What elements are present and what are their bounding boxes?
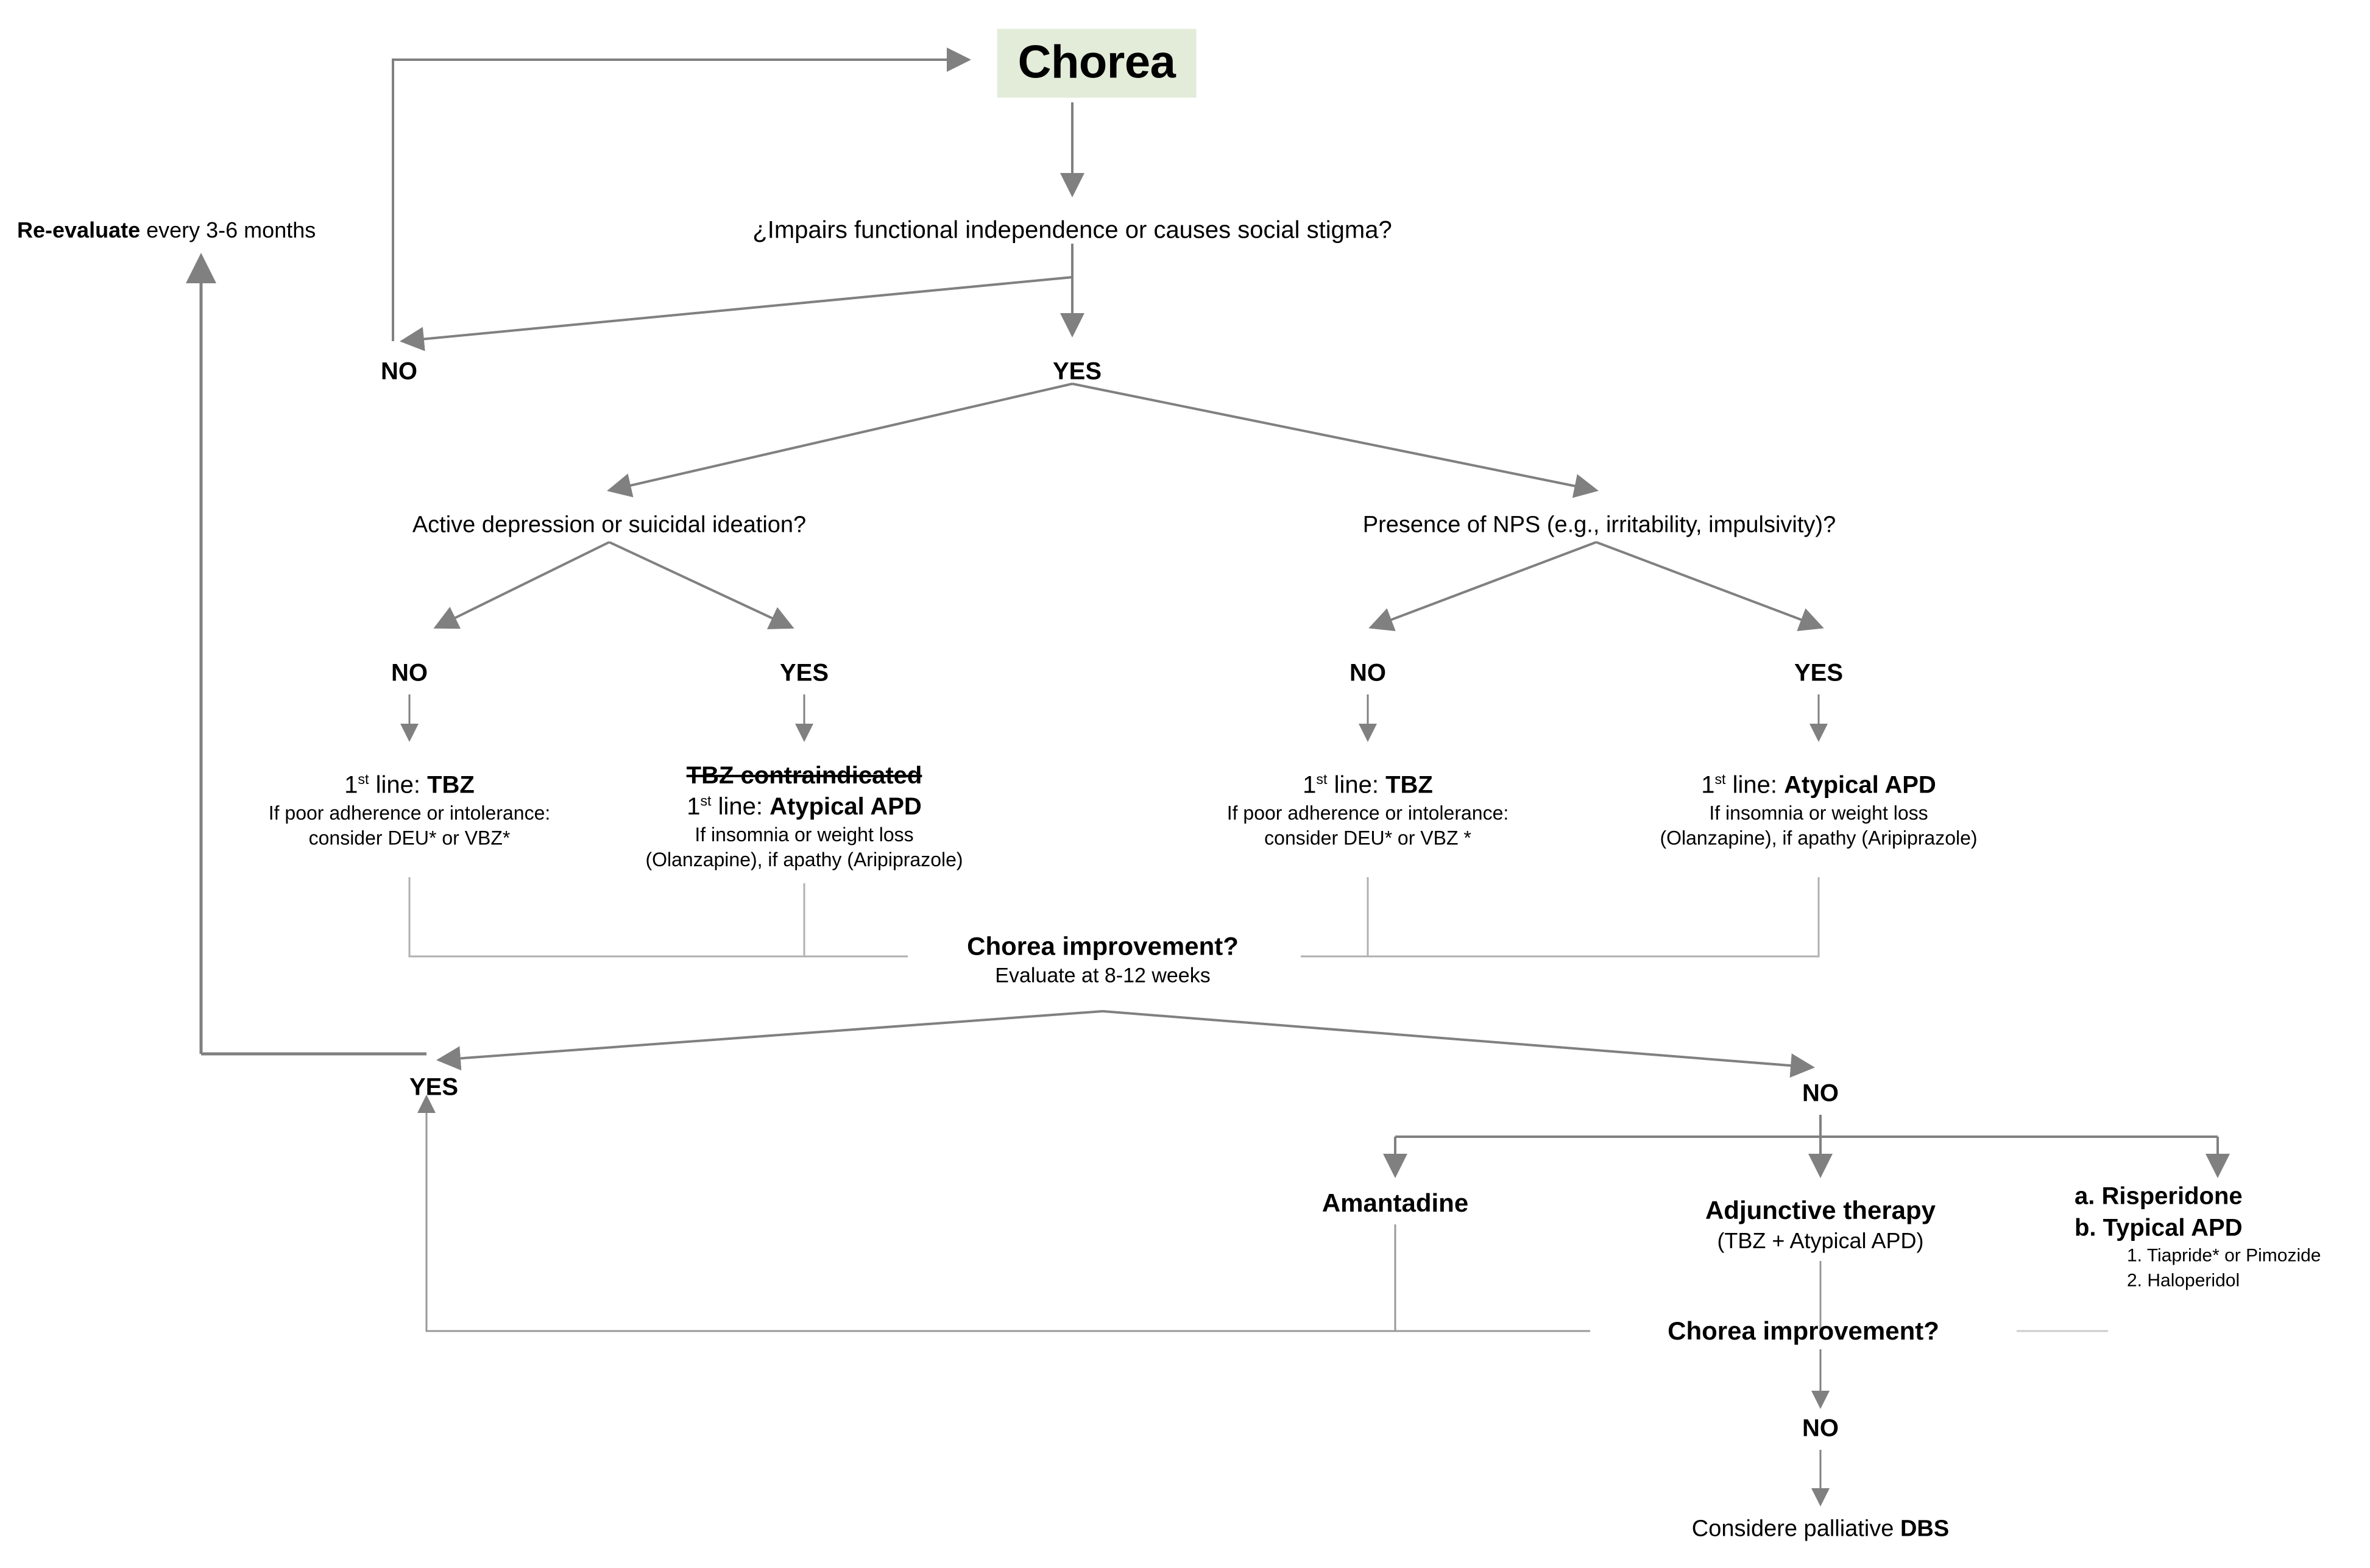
first-line-drug: TBZ: [1385, 771, 1433, 799]
option-adjunctive-label: Adjunctive therapy: [1705, 1196, 1936, 1225]
improvement-1-no-label: NO: [1802, 1079, 1839, 1107]
reevaluate-label: Re-evaluate every 3-6 months: [17, 216, 316, 244]
treatment-left-yes-detail1: If insomnia or weight loss: [695, 824, 914, 846]
first-line-prefix: 1: [687, 793, 701, 821]
apd-list-item-a: a. Risperidone: [2075, 1182, 2243, 1210]
reevaluate-bold-text: Re-evaluate: [17, 217, 141, 242]
improvement-checkpoint-1: Chorea improvement? Evaluate at 8-12 wee…: [967, 930, 1239, 989]
first-line-mid: line:: [1327, 771, 1386, 799]
treatment-right-no: 1st line: TBZ If poor adherence or intol…: [1227, 769, 1509, 850]
treatment-left-no: 1st line: TBZ If poor adherence or intol…: [269, 769, 551, 850]
treatment-left-no-detail1: If poor adherence or intolerance:: [268, 802, 551, 824]
first-line-superscript: st: [1714, 771, 1726, 788]
treatment-left-no-headline: 1st line: TBZ: [269, 769, 551, 800]
left-branch-no-label: NO: [391, 659, 428, 687]
tbz-contraindicated-label: TBZ contraindicated: [686, 761, 922, 789]
improvement-2-no-label: NO: [1802, 1414, 1839, 1442]
left-branch-yes-label: YES: [779, 659, 829, 687]
apd-list-sub-2: 2. Haloperidol: [2127, 1270, 2240, 1290]
treatment-left-no-detail2: consider DEU* or VBZ*: [308, 827, 511, 849]
page-title: Chorea: [997, 29, 1197, 98]
right-branch-no-label: NO: [1349, 659, 1386, 687]
right-branch-yes-label: YES: [1794, 659, 1844, 687]
option-amantadine: Amantadine: [1322, 1187, 1468, 1220]
treatment-right-yes-headline: 1st line: Atypical APD: [1660, 769, 1977, 800]
improvement-1-headline: Chorea improvement?: [967, 931, 1239, 961]
option-adjunctive-therapy: Adjunctive therapy (TBZ + Atypical APD): [1705, 1194, 1936, 1255]
option-apd-list: a. Risperidone b. Typical APD 1. Tiaprid…: [2075, 1181, 2321, 1293]
treatment-right-yes: 1st line: Atypical APD If insomnia or we…: [1660, 769, 1977, 850]
left-branch-question: Active depression or suicidal ideation?: [412, 512, 807, 538]
treatment-left-yes-detail2: (Olanzapine), if apathy (Aripiprazole): [645, 849, 963, 871]
treatment-right-yes-detail2: (Olanzapine), if apathy (Aripiprazole): [1660, 827, 1978, 849]
first-line-prefix: 1: [1701, 771, 1715, 799]
chorea-title-node: Chorea: [997, 29, 1197, 98]
first-line-prefix: 1: [1303, 771, 1317, 799]
first-line-prefix: 1: [344, 771, 358, 799]
first-line-superscript: st: [1316, 771, 1328, 788]
first-line-superscript: st: [358, 771, 369, 788]
treatment-left-yes: TBZ contraindicated 1st line: Atypical A…: [645, 760, 963, 872]
first-line-mid: line:: [711, 793, 770, 821]
first-line-drug: Atypical APD: [769, 793, 922, 821]
reevaluate-interval-text: every 3-6 months: [140, 217, 316, 242]
treatment-left-yes-headline: 1st line: Atypical APD: [645, 791, 963, 822]
first-line-mid: line:: [1725, 771, 1785, 799]
final-dbs-bold: DBS: [1900, 1516, 1950, 1542]
right-branch-question: Presence of NPS (e.g., irritability, imp…: [1362, 512, 1836, 538]
first-line-mid: line:: [369, 771, 428, 799]
option-adjunctive-sublabel: (TBZ + Atypical APD): [1717, 1227, 1924, 1253]
root-no-label: NO: [381, 358, 417, 385]
final-dbs-recommendation: Considere palliative DBS: [1692, 1514, 1949, 1544]
apd-list-sub-1: 1. Tiapride* or Pimozide: [2127, 1245, 2321, 1266]
root-yes-label: YES: [1052, 358, 1102, 385]
treatment-right-no-headline: 1st line: TBZ: [1227, 769, 1509, 800]
root-question: ¿Impairs functional independence or caus…: [752, 216, 1392, 244]
first-line-drug: TBZ: [427, 771, 475, 799]
improvement-1-subtext: Evaluate at 8-12 weeks: [995, 964, 1211, 987]
treatment-right-no-detail1: If poor adherence or intolerance:: [1226, 802, 1509, 824]
treatment-right-no-detail2: consider DEU* or VBZ *: [1264, 827, 1471, 849]
final-dbs-prefix: Considere palliative: [1691, 1516, 1900, 1542]
first-line-superscript: st: [700, 793, 712, 809]
apd-list-item-b: b. Typical APD: [2075, 1214, 2243, 1241]
first-line-drug: Atypical APD: [1784, 771, 1936, 799]
option-amantadine-label: Amantadine: [1321, 1188, 1469, 1218]
improvement-checkpoint-2: Chorea improvement?: [1668, 1316, 1939, 1346]
improvement-1-yes-label: YES: [409, 1073, 459, 1101]
treatment-right-yes-detail1: If insomnia or weight loss: [1709, 802, 1928, 824]
